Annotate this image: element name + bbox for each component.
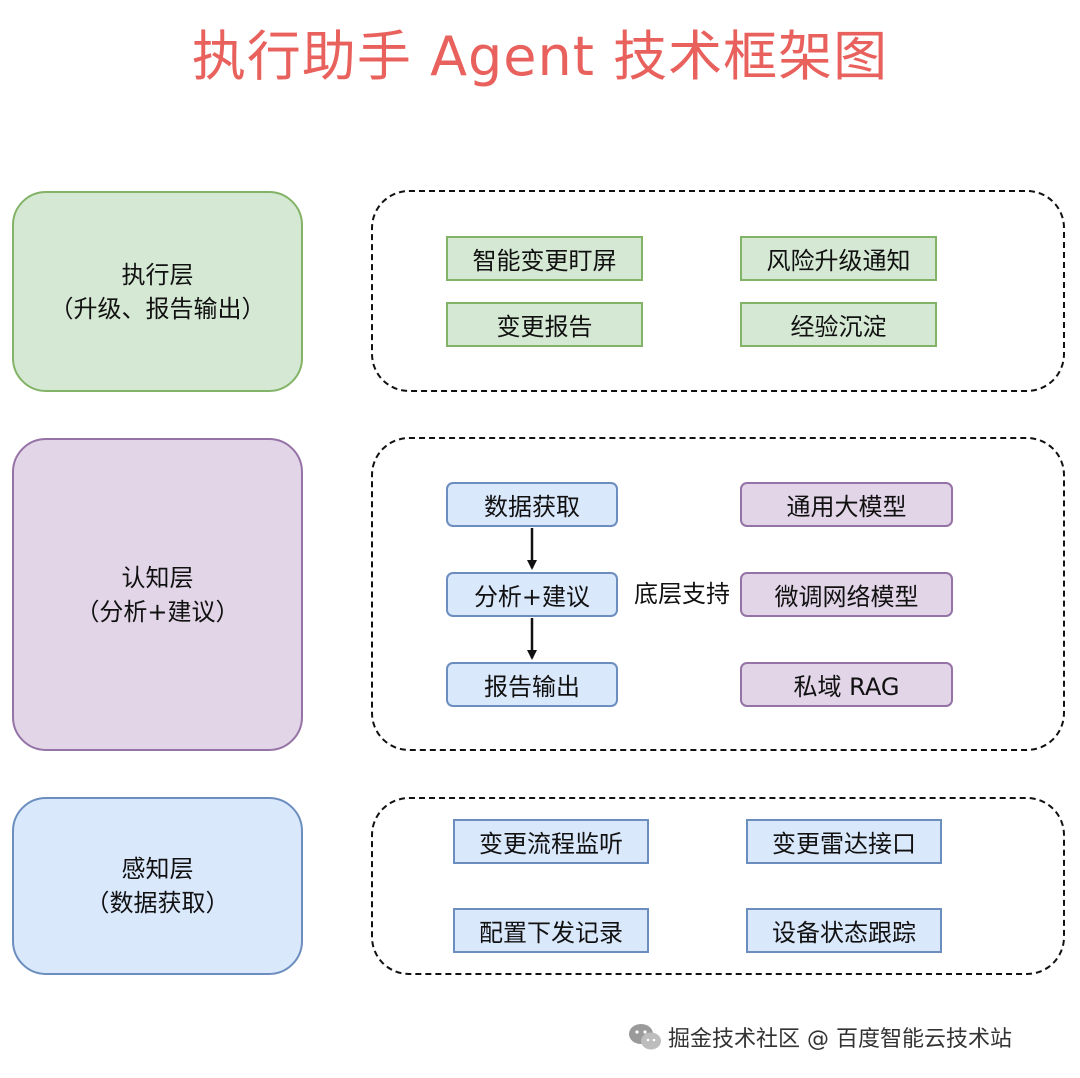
perception-layer-subtitle: （数据获取） <box>85 889 230 917</box>
model-finetuned: 微调网络模型 <box>740 572 953 617</box>
watermark-text: 掘金技术社区 @ 百度智能云技术站 <box>668 1027 1012 1052</box>
perc-item-config-record: 配置下发记录 <box>453 908 649 953</box>
exec-item-change-monitor: 智能变更盯屏 <box>446 236 643 281</box>
watermark: 掘金技术社区 @ 百度智能云技术站 <box>628 1017 1068 1057</box>
perception-layer-name: 感知层 <box>121 855 194 883</box>
execution-panel <box>371 190 1065 392</box>
support-label: 底层支持 <box>634 580 730 608</box>
perc-item-device-status: 设备状态跟踪 <box>746 908 942 953</box>
perc-item-radar-api: 变更雷达接口 <box>746 819 942 864</box>
exec-item-risk-escalation: 风险升级通知 <box>740 236 937 281</box>
execution-layer-name: 执行层 <box>121 260 194 289</box>
exec-item-experience: 经验沉淀 <box>740 302 937 347</box>
flow-step-report-output: 报告输出 <box>446 662 618 707</box>
diagram-title: 执行助手 Agent 技术框架图 <box>191 25 889 88</box>
execution-layer-subtitle: （升级、报告输出） <box>49 294 266 323</box>
cognition-panel <box>371 437 1065 751</box>
wechat-icon <box>629 1024 661 1050</box>
model-private-rag: 私域 RAG <box>740 662 953 707</box>
execution-layer: 执行层 （升级、报告输出） <box>12 191 303 392</box>
perception-layer: 感知层 （数据获取） <box>12 797 303 975</box>
perc-item-change-listener: 变更流程监听 <box>453 819 649 864</box>
flow-step-data-acquisition: 数据获取 <box>446 482 618 527</box>
cognition-layer: 认知层 （分析+建议） <box>12 438 303 751</box>
exec-item-change-report: 变更报告 <box>446 302 643 347</box>
flow-step-analysis: 分析+建议 <box>446 572 618 617</box>
perception-panel <box>371 797 1065 975</box>
cognition-layer-subtitle: （分析+建议） <box>75 597 240 626</box>
cognition-layer-name: 认知层 <box>121 563 194 592</box>
model-general-llm: 通用大模型 <box>740 482 953 527</box>
